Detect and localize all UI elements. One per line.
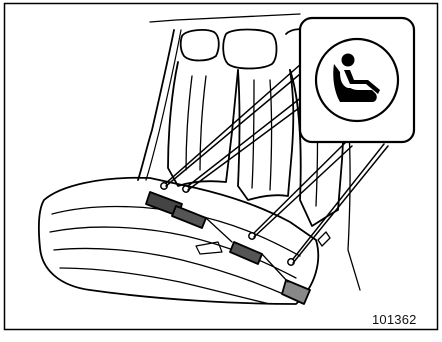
leader-line-4 bbox=[293, 144, 384, 259]
center-headrest bbox=[223, 30, 276, 69]
anchor-cover-2 bbox=[172, 206, 206, 228]
seat-cushion bbox=[39, 178, 318, 304]
left-headrest bbox=[181, 30, 219, 61]
figure-number: 101362 bbox=[372, 312, 417, 327]
leader-line-3b bbox=[254, 146, 352, 237]
left-seatback bbox=[168, 62, 238, 186]
anchor-cover-4 bbox=[282, 280, 310, 304]
leader-line-2 bbox=[188, 86, 316, 186]
anchor-cover-3 bbox=[230, 242, 262, 264]
center-seatback bbox=[238, 70, 293, 200]
leader-line-4b bbox=[293, 146, 388, 263]
